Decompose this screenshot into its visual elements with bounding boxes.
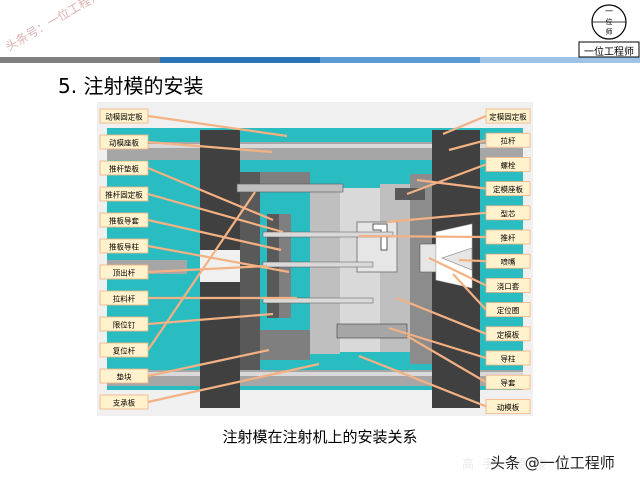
right-part-label: 定模板 — [497, 329, 520, 339]
spacer-bottom — [260, 330, 310, 360]
right-part-label: 导柱 — [501, 354, 516, 364]
sprue-bushing — [420, 244, 436, 272]
figure-caption: 注射模在注射机上的安装关系 — [0, 426, 640, 447]
leader-line — [459, 260, 486, 261]
left-part-label: 限位钉 — [113, 320, 136, 330]
left-part-label: 支承板 — [113, 398, 136, 408]
logo-middle-glyph: 位 — [606, 17, 613, 26]
right-part-label: 定位圈 — [497, 305, 520, 315]
left-part-label: 动模座板 — [109, 138, 139, 148]
right-part-label: 喷嘴 — [501, 257, 516, 267]
left-part-label: 顶出杆 — [113, 268, 136, 278]
support-plate — [310, 184, 340, 354]
clamping-plate — [240, 172, 260, 370]
mold-diagram-svg: 动模固定板动模座板推杆垫板推杆固定板推板导套推板导柱顶出杆拉料杆限位钉复位杆垫块… — [97, 102, 533, 416]
right-part-label: 螺栓 — [501, 160, 516, 170]
right-part-label: 导套 — [501, 378, 516, 388]
left-part-label: 推板导柱 — [109, 242, 139, 252]
right-part-label: 浇口套 — [497, 281, 520, 291]
logo-bottom-glyph: 师 — [606, 27, 613, 36]
right-part-label: 推杆 — [501, 233, 516, 243]
leader-line — [359, 236, 486, 237]
logo-text: 一位工程师 — [580, 43, 638, 58]
right-part-label: 定模座板 — [493, 184, 523, 194]
return-pin — [237, 184, 343, 192]
right-part-label: 定模固定板 — [489, 112, 527, 122]
left-part-label: 动模固定板 — [105, 112, 143, 122]
left-part-label: 推杆垫板 — [109, 164, 139, 174]
left-part-label: 推杆固定板 — [105, 190, 143, 200]
right-part-label: 拉杆 — [501, 136, 516, 146]
header-divider — [0, 57, 640, 63]
left-part-label: 垫块 — [117, 372, 132, 382]
slide-title: 5. 注射模的安装 — [58, 70, 203, 99]
right-part-label: 动模板 — [497, 402, 520, 412]
left-part-label: 推板导套 — [109, 216, 139, 226]
left-part-label: 拉料杆 — [113, 294, 136, 304]
left-part-label: 复位杆 — [113, 346, 136, 356]
source-label: 头条 @一位工程师 — [490, 452, 615, 473]
right-part-label: 型芯 — [501, 208, 516, 218]
watermark-text: 头条号：一位工程师 — [2, 0, 104, 55]
sprue-puller — [263, 262, 373, 267]
logo-top-glyph: 一 — [605, 7, 613, 16]
mold-diagram: 动模固定板动模座板推杆垫板推杆固定板推板导套推板导柱顶出杆拉料杆限位钉复位杆垫块… — [97, 102, 533, 416]
